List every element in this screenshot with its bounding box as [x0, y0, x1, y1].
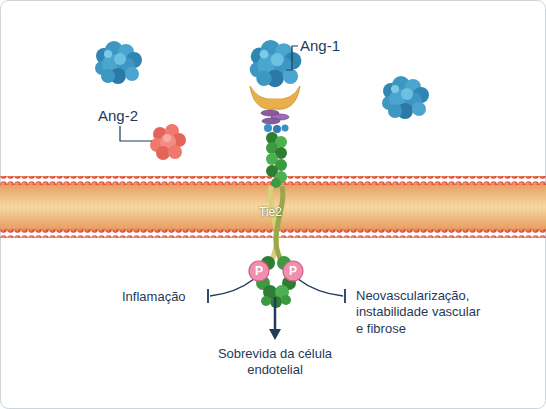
receptor-domain	[264, 124, 272, 132]
inhibition-bar	[207, 289, 209, 303]
ang1-protein	[382, 76, 429, 119]
ang2-protein	[150, 124, 186, 160]
phosphate-fill	[283, 261, 303, 281]
leader-line	[120, 126, 152, 141]
phosphate-label: P	[289, 265, 297, 277]
inhibition-line	[298, 279, 343, 296]
receptor-coil	[262, 118, 280, 124]
receptor-domain	[273, 125, 281, 133]
text-label: Ang-1	[300, 37, 370, 56]
text-label: Ang-2	[98, 107, 158, 126]
leader-line	[286, 46, 298, 70]
kinase-domain	[281, 295, 291, 305]
membrane-heads-bottom	[0, 229, 546, 238]
receptor-domain	[282, 125, 289, 132]
inhibition-bar	[344, 289, 346, 303]
receptor-binding-domain	[250, 86, 300, 109]
text-label: Sobrevida da célula endotelial	[195, 346, 355, 379]
kinase-domain	[261, 296, 271, 306]
phosphate-circle: P	[282, 260, 304, 282]
text-label: Inflamação	[122, 289, 206, 305]
ang1-protein	[250, 40, 302, 87]
phosphate-label: P	[255, 265, 263, 277]
transmembrane-strand	[276, 186, 283, 262]
text-label: Tie2	[259, 205, 299, 220]
inhibition-line	[210, 279, 254, 296]
text-label: Neovascularização, instabilidade vascula…	[356, 288, 486, 337]
phosphate-circle: P	[248, 260, 270, 282]
arrow-head	[269, 329, 281, 340]
ang1-protein	[95, 41, 142, 84]
phosphate-fill	[249, 261, 269, 281]
activation-arrow	[274, 297, 277, 331]
